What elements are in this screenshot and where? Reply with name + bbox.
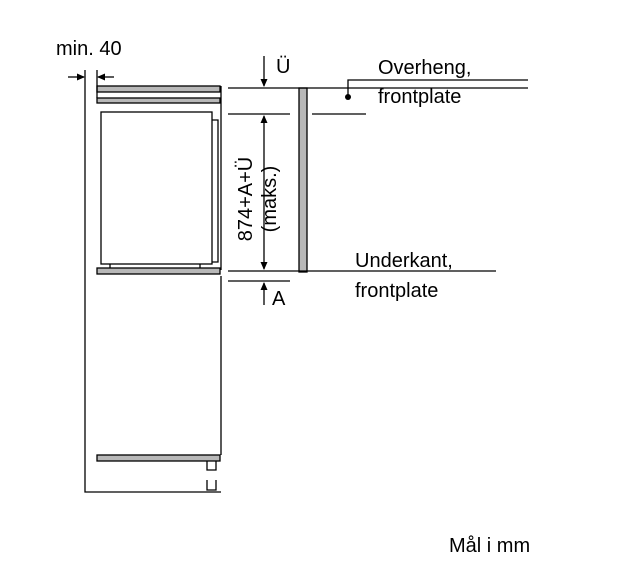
height-label-line2: (maks.) xyxy=(259,165,281,233)
appliance-body xyxy=(100,111,213,265)
overhang-dot xyxy=(345,94,351,100)
min-gap-arrowhead-right xyxy=(97,73,105,81)
overhang-leader xyxy=(347,79,528,97)
overhang-arrowhead xyxy=(260,79,268,87)
a-arrowhead xyxy=(260,282,268,290)
appliance-foot xyxy=(109,264,201,268)
top-shelf xyxy=(96,85,221,93)
overhang-label-line2: frontplate xyxy=(378,86,462,108)
height-label-line1: 874+A+Ü xyxy=(235,156,257,242)
height-arrowhead-top xyxy=(260,115,268,123)
units-note: Mål i mm xyxy=(449,535,531,557)
upper-shelf xyxy=(96,97,221,104)
min-gap-arrowhead-left xyxy=(77,73,85,81)
middle-shelf xyxy=(96,267,221,275)
min-gap-label: min. 40 xyxy=(56,38,122,60)
cabinet-outline xyxy=(84,86,222,493)
bottom-shelf xyxy=(96,454,221,462)
height-arrowhead-bottom xyxy=(260,262,268,270)
overhang-symbol: Ü xyxy=(276,56,291,78)
a-symbol: A xyxy=(272,288,286,310)
plinth-notch-2 xyxy=(206,480,217,491)
lower-edge-label-line1: Underkant, xyxy=(355,250,453,272)
plinth-notch-1 xyxy=(206,461,217,471)
lower-edge-label-line2: frontplate xyxy=(355,280,439,302)
appliance-door-edge xyxy=(212,119,219,263)
front-plate xyxy=(298,87,308,273)
overhang-label-line1: Overheng, xyxy=(378,57,472,79)
